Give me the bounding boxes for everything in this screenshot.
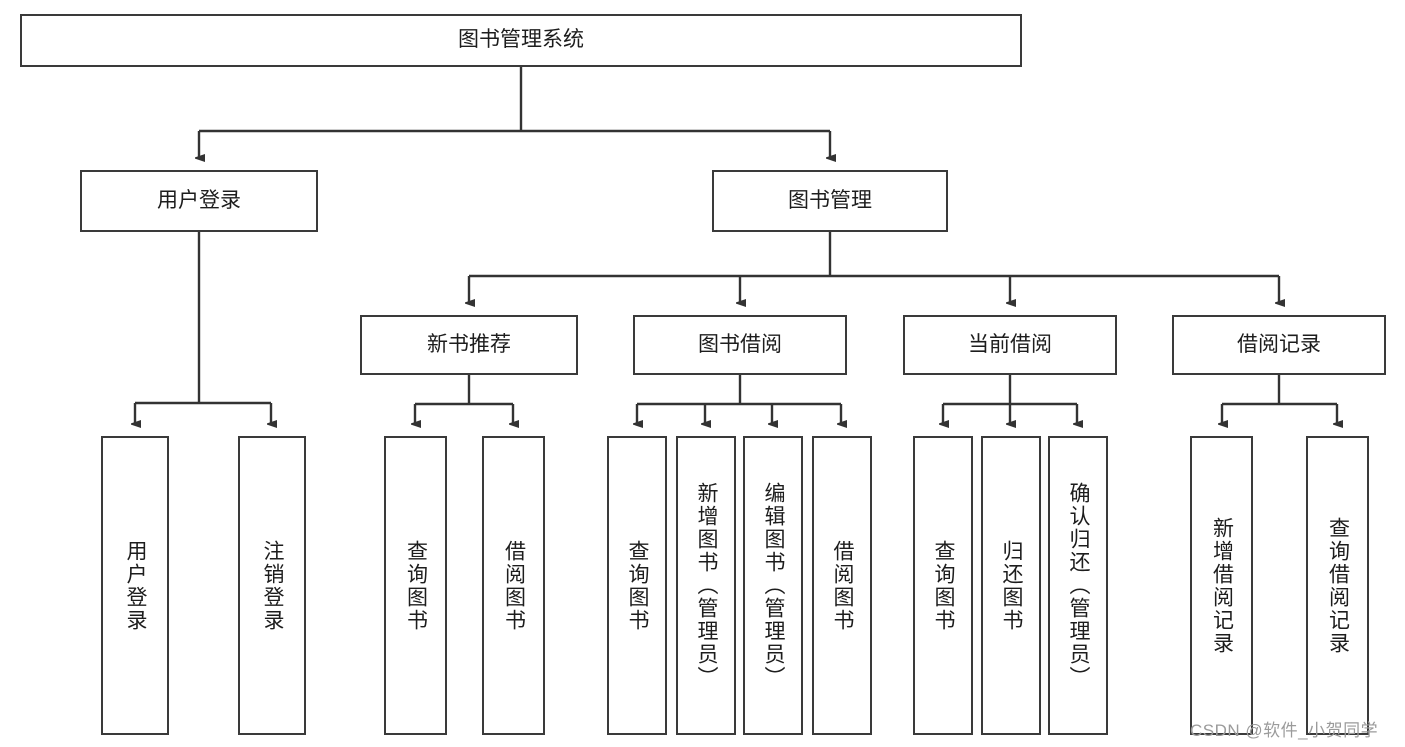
node-borrowing-records[interactable]: 借阅记录: [1172, 315, 1386, 375]
node-label: 新书推荐: [427, 332, 511, 356]
node-root-book-management-system[interactable]: 图书管理系统: [20, 14, 1022, 67]
leaf-add-borrowing-record[interactable]: 新增借阅记录: [1190, 436, 1253, 735]
leaf-query-books-borrowing[interactable]: 查询图书: [607, 436, 667, 735]
csdn-watermark: CSDN @软件_小贺同学: [1190, 721, 1379, 740]
leaf-logout-login[interactable]: 注销登录: [238, 436, 306, 735]
node-label: 注销登录: [261, 539, 285, 632]
node-label: 查询图书: [404, 539, 428, 632]
node-label: 归还图书: [1000, 539, 1024, 632]
node-label: 查询图书: [932, 539, 956, 632]
leaf-borrow-books-borrowing[interactable]: 借阅图书: [812, 436, 872, 735]
node-label: 图书借阅: [698, 332, 782, 356]
node-label: 确认归还（管理员）: [1067, 482, 1091, 689]
node-label: 借阅记录: [1237, 332, 1321, 356]
node-book-management[interactable]: 图书管理: [712, 170, 948, 232]
node-label: 用户登录: [157, 188, 241, 212]
leaf-add-book-admin[interactable]: 新增图书（管理员）: [676, 436, 736, 735]
leaf-query-books-recommendation[interactable]: 查询图书: [384, 436, 447, 735]
node-label: 图书管理系统: [458, 28, 584, 52]
node-label: 借阅图书: [502, 539, 526, 632]
leaf-user-login[interactable]: 用户登录: [101, 436, 169, 735]
node-label: 编辑图书（管理员）: [762, 482, 786, 689]
leaf-borrow-books-recommendation[interactable]: 借阅图书: [482, 436, 545, 735]
leaf-query-books-current[interactable]: 查询图书: [913, 436, 973, 735]
leaf-confirm-return-admin[interactable]: 确认归还（管理员）: [1048, 436, 1108, 735]
node-label: 新增图书（管理员）: [695, 482, 719, 689]
leaf-return-books[interactable]: 归还图书: [981, 436, 1041, 735]
node-label: 当前借阅: [968, 332, 1052, 356]
node-label: 查询借阅记录: [1326, 516, 1350, 655]
node-label: 新增借阅记录: [1210, 516, 1234, 655]
node-user-login[interactable]: 用户登录: [80, 170, 318, 232]
node-label: 查询图书: [626, 539, 650, 632]
node-label: 借阅图书: [831, 539, 855, 632]
node-label: 图书管理: [788, 188, 872, 212]
node-label: 用户登录: [124, 539, 148, 632]
leaf-query-borrowing-record[interactable]: 查询借阅记录: [1306, 436, 1369, 735]
node-new-book-recommendation[interactable]: 新书推荐: [360, 315, 578, 375]
node-book-borrowing[interactable]: 图书借阅: [633, 315, 847, 375]
leaf-edit-book-admin[interactable]: 编辑图书（管理员）: [743, 436, 803, 735]
node-current-borrowing[interactable]: 当前借阅: [903, 315, 1117, 375]
